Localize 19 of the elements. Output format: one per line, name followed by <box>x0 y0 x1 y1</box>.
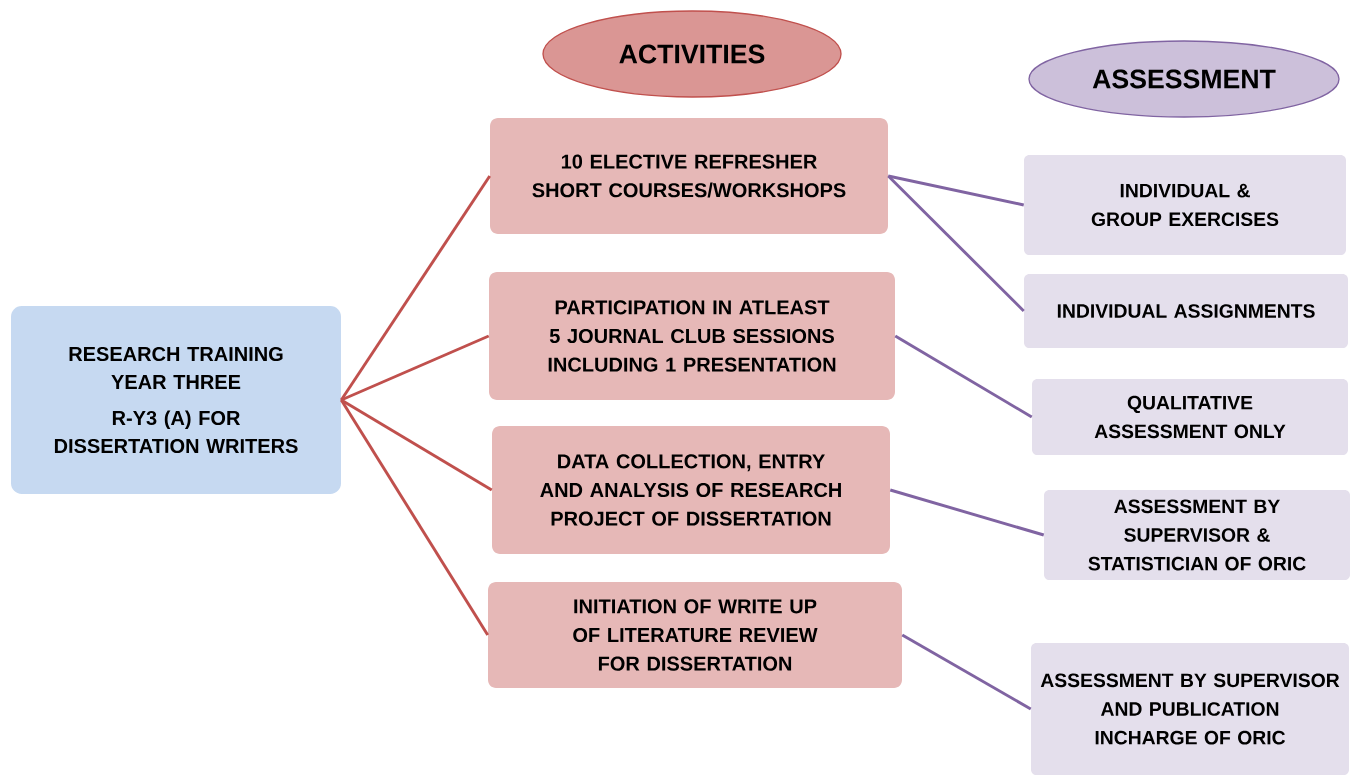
root-box: RESEARCH TRAINING YEAR THREE R-Y3 (A) FOR DISSERTATION WRITERS <box>11 306 341 494</box>
assessment-box: ASSESSMENT BY SUPERVISOR & STATISTICIAN OF ORIC <box>1044 490 1350 580</box>
activity-box: INITIATION OF WRITE UP OF LITERATURE REVIEW FOR DISSERTATION <box>488 582 902 688</box>
connector-line <box>340 398 493 492</box>
connector-line <box>901 633 1032 711</box>
connector-line <box>340 399 489 636</box>
activity-box: 10 ELECTIVE REFRESHER SHORT COURSES/WORKSHOPS <box>490 118 888 234</box>
connector-line <box>889 488 1045 537</box>
connector-line <box>887 174 1025 313</box>
connector-line <box>887 174 1025 207</box>
assessment-box: INDIVIDUAL ASSIGNMENTS <box>1024 274 1348 348</box>
connector-line <box>894 334 1033 419</box>
connector-line <box>340 175 491 401</box>
connector-line <box>340 334 490 402</box>
assessment-box: INDIVIDUAL & GROUP EXERCISES <box>1024 155 1346 255</box>
assessment-box: QUALITATIVE ASSESSMENT ONLY <box>1032 379 1348 455</box>
assessment-box: ASSESSMENT BY SUPERVISOR AND PUBLICATION INCHARGE OF ORIC <box>1031 643 1349 775</box>
activity-box: PARTICIPATION IN ATLEAST 5 JOURNAL CLUB SESSIONS INCLUDING 1 PRESENTATION <box>489 272 895 400</box>
activity-box: DATA COLLECTION, ENTRY AND ANALYSIS OF RESEARCH PROJECT OF DISSERTATION <box>492 426 890 554</box>
